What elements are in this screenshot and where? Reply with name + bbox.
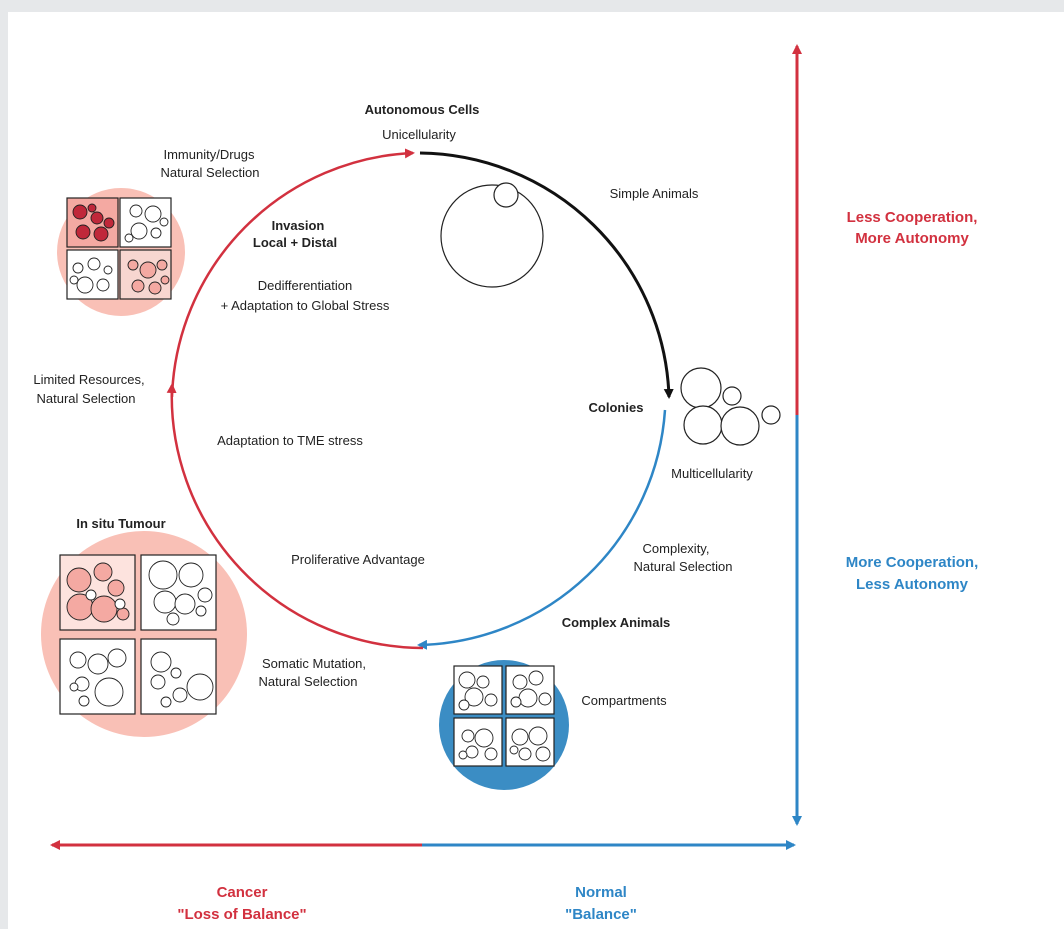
compartments-icon	[439, 660, 569, 790]
compartments-label: Compartments	[581, 693, 667, 708]
balance-label: "Balance"	[565, 906, 637, 923]
limited-resources-label-1: Limited Resources,	[33, 372, 144, 387]
unicellularity-label: Unicellularity	[382, 127, 456, 142]
diagram-canvas: Autonomous Cells Unicellularity Simple A…	[8, 12, 1064, 929]
arc-black-autonomous-to-colonies	[419, 151, 674, 399]
more-cooperation-label-1: More Cooperation,	[846, 554, 979, 571]
dedifferentiation-label-2: + Adaptation to Global Stress	[221, 298, 390, 313]
immunity-label-2: Natural Selection	[161, 165, 260, 180]
arc-red-complex-to-invasion	[166, 383, 424, 650]
invasion-tumour-icon	[57, 188, 185, 316]
arc-red-invasion-to-autonomous	[170, 148, 415, 398]
simple-animals-label: Simple Animals	[610, 186, 699, 201]
diagram-svg: Autonomous Cells Unicellularity Simple A…	[33, 44, 979, 923]
unicellular-cell-icon	[440, 182, 544, 288]
more-cooperation-label-2: Less Autonomy	[856, 576, 969, 593]
somatic-mutation-label-2: Natural Selection	[259, 674, 358, 689]
complexity-label-2: Natural Selection	[634, 559, 733, 574]
cancer-label: Cancer	[217, 884, 268, 901]
complex-animals-label: Complex Animals	[562, 615, 671, 630]
less-cooperation-label-1: Less Cooperation,	[847, 209, 978, 226]
invasion-label-2: Local + Distal	[253, 235, 337, 250]
autonomous-cells-label: Autonomous Cells	[365, 102, 480, 117]
complexity-label-1: Complexity,	[643, 541, 710, 556]
colony-cells-icon	[680, 367, 781, 446]
immunity-label-1: Immunity/Drugs	[163, 147, 255, 162]
dedifferentiation-label-1: Dedifferentiation	[258, 278, 352, 293]
loss-of-balance-label: "Loss of Balance"	[177, 906, 306, 923]
invasion-label-1: Invasion	[272, 218, 325, 233]
proliferative-advantage-label: Proliferative Advantage	[291, 552, 425, 567]
less-cooperation-label-2: More Autonomy	[855, 230, 969, 247]
in-situ-tumour-label: In situ Tumour	[76, 516, 165, 531]
somatic-mutation-label-1: Somatic Mutation,	[262, 656, 366, 671]
adaptation-tme-label: Adaptation to TME stress	[217, 433, 363, 448]
arc-blue-colonies-to-complex	[417, 409, 667, 650]
multicellularity-label: Multicellularity	[671, 466, 753, 481]
limited-resources-label-2: Natural Selection	[37, 391, 136, 406]
in-situ-tumour-icon	[41, 531, 247, 737]
colonies-label: Colonies	[589, 400, 644, 415]
normal-label: Normal	[575, 884, 627, 901]
